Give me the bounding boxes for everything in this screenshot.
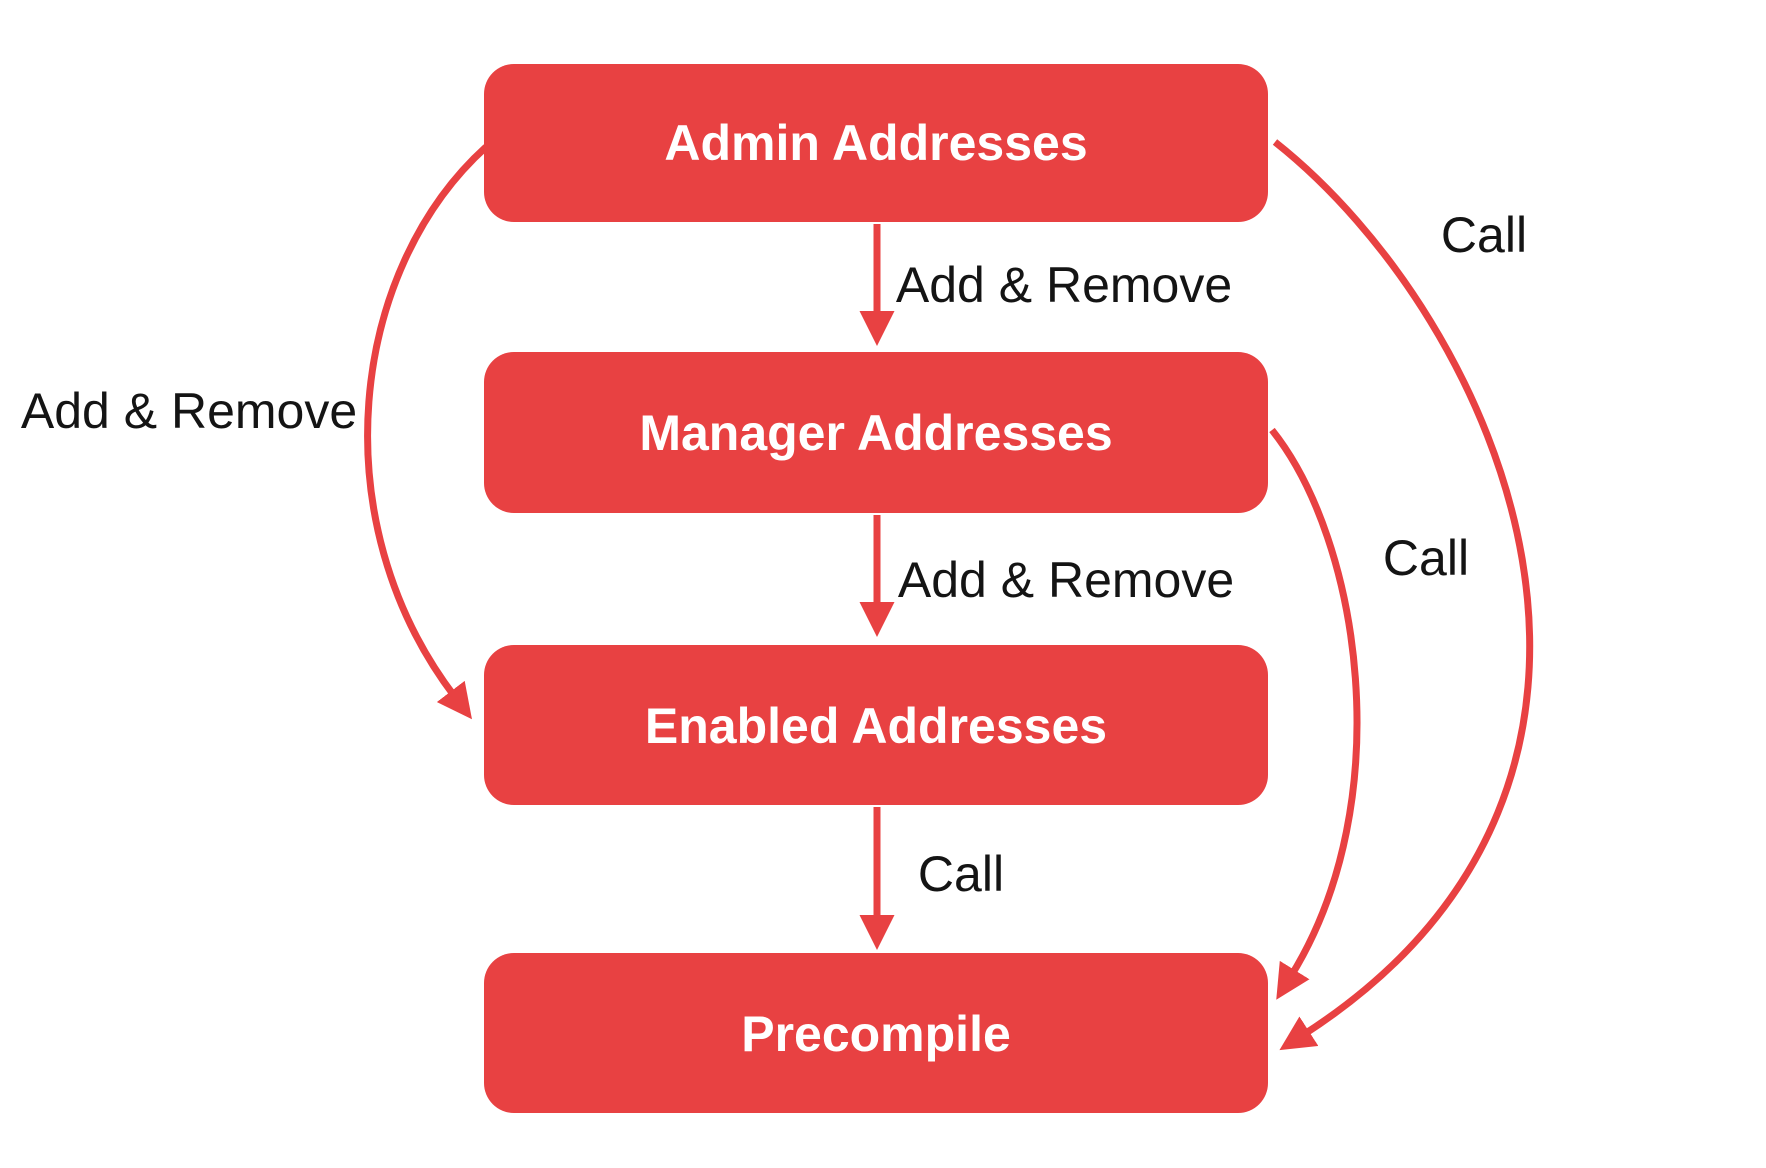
node-precompile [484,953,1268,1113]
edge-label-manager-precompile: Call [1383,530,1469,586]
edge-label-admin-manager: Add & Remove [896,257,1232,313]
edge-label-enabled-precompile: Call [918,846,1004,902]
node-label-precompile: Precompile [741,1006,1011,1062]
node-label-manager-addresses: Manager Addresses [639,405,1112,461]
edge-manager-to-precompile-curve [1269,427,1361,1000]
node-enabled-addresses [484,645,1268,805]
edge-label-admin-precompile: Call [1441,207,1527,263]
edge-label-admin-enabled: Add & Remove [21,383,357,439]
node-label-enabled-addresses: Enabled Addresses [645,698,1107,754]
node-label-admin-addresses: Admin Addresses [664,115,1087,171]
node-manager-addresses [484,352,1268,513]
edge-label-manager-enabled: Add & Remove [898,552,1234,608]
node-admin-addresses [484,64,1268,222]
edge-admin-to-precompile-curve [1272,139,1534,1051]
edge-admin-to-enabled-curve [364,144,489,720]
